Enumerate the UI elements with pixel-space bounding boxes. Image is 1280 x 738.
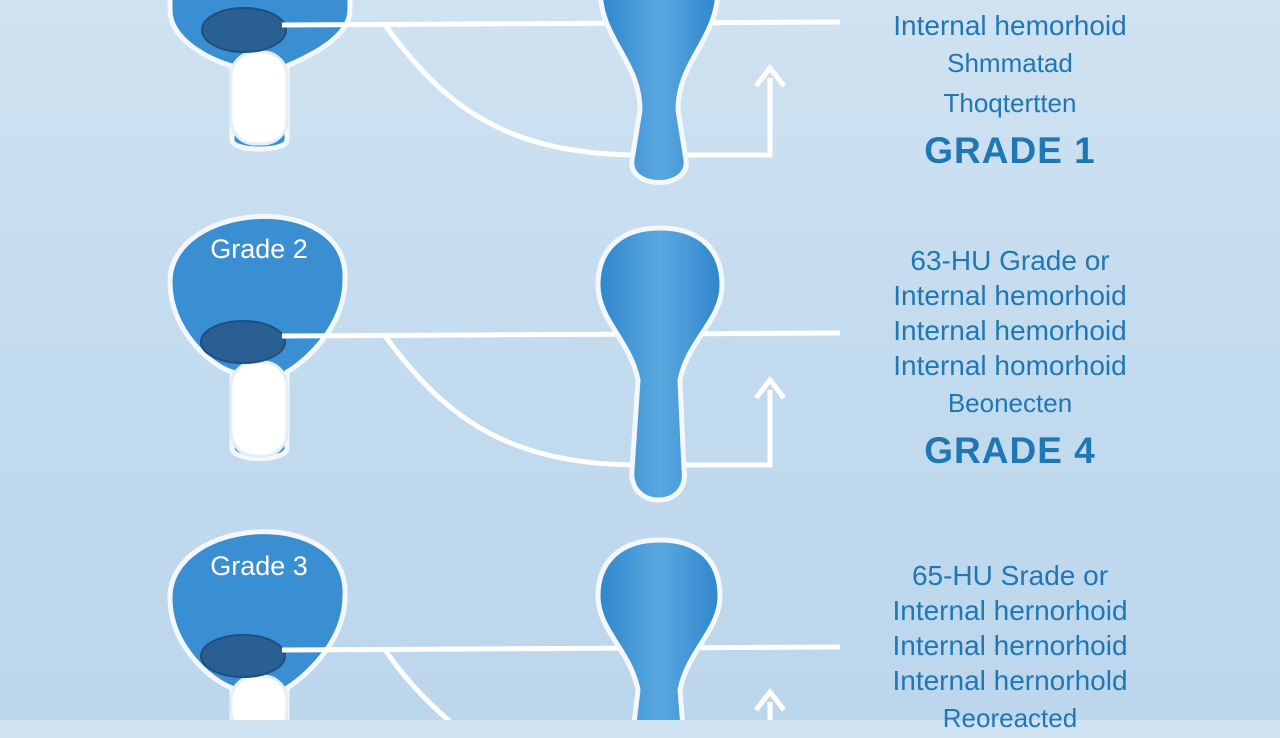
prolapse-drop: [595, 225, 725, 503]
label-line: Internal hernorhoid: [892, 595, 1128, 626]
label-line: Internal hemorhoid: [893, 280, 1127, 311]
label-line: Shmmatad: [947, 48, 1073, 78]
pointer-line: [281, 644, 841, 653]
curved-connector: [382, 334, 773, 468]
stage-label: Grade 2: [210, 234, 308, 264]
hemorrhoid-grade-diagram: Grade 2 Grade 3: [167, 0, 841, 720]
anal-canal-shape: [167, 213, 348, 461]
grade-row-2: Grade 2: [167, 213, 841, 503]
prolapse-drop: [595, 537, 723, 720]
label-line: Internal hernorhold: [892, 665, 1128, 696]
arrow-up-icon: [754, 375, 786, 400]
label-line: Thoqtertten: [943, 88, 1077, 118]
label-line: 65-HU Srade or: [911, 560, 1109, 591]
curved-connector: [382, 23, 773, 158]
label-line: Internal hemorhoid: [893, 315, 1127, 346]
arrow-up-icon: [754, 687, 786, 712]
grade-row-3: Grade 3: [167, 529, 841, 720]
curved-connector: [382, 648, 452, 720]
grade-row-1: [167, 0, 841, 185]
label-line: 63-HU Grade or: [910, 245, 1110, 276]
label-line: Internal hernorhoid: [892, 630, 1128, 661]
grade-1-label-block: Internal hemorhoid Shmmatad Thoqtertten …: [860, 8, 1160, 179]
arrow-up-icon: [754, 63, 786, 88]
prolapse-drop: [598, 0, 720, 185]
anal-canal-shape: [167, 529, 348, 720]
grade-heading: GRADE 1: [924, 130, 1096, 171]
label-line: Reoreacted: [942, 703, 1078, 733]
label-line: Beonecten: [947, 388, 1073, 418]
pointer-line: [281, 19, 841, 28]
grade-heading: GRADE 4: [924, 430, 1096, 471]
stage-label: Grade 3: [210, 551, 308, 581]
label-line: Internal hemorhoid: [893, 10, 1127, 41]
pointer-line: [281, 330, 841, 339]
label-line: Internal homorhoid: [893, 350, 1127, 381]
grade-4-label-block: 63-HU Grade or Internal hemorhoid Intern…: [860, 243, 1160, 479]
anal-canal-shape: [167, 0, 353, 152]
grade-3-label-block: 65-HU Srade or Internal hernorhoid Inter…: [860, 558, 1160, 738]
